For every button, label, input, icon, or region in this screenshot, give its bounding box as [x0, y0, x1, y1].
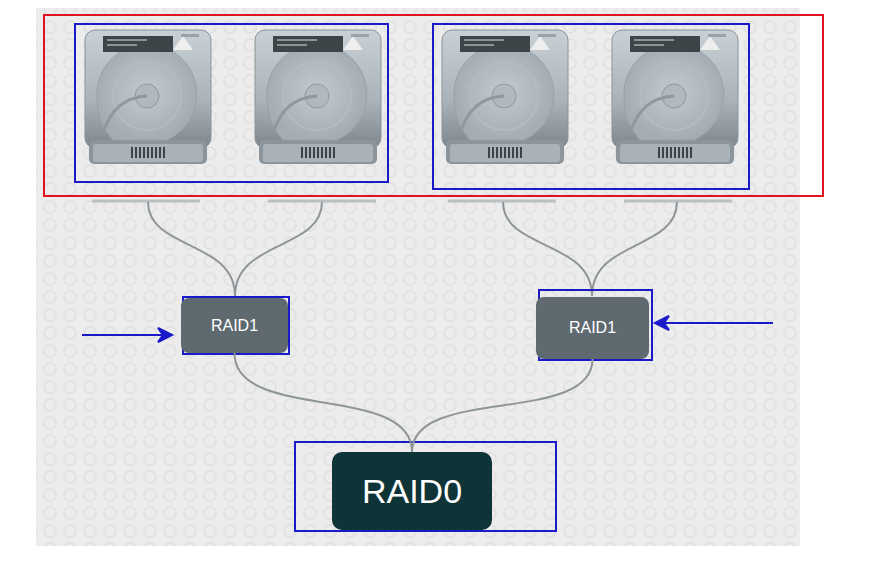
raid1-box: RAID1 [536, 297, 649, 359]
raid0-box: RAID0 [332, 452, 492, 530]
node-label: RAID0 [362, 472, 462, 511]
node-label: RAID1 [569, 319, 616, 337]
connector [235, 353, 413, 452]
connector [412, 359, 593, 452]
node-label: RAID1 [211, 317, 258, 335]
raid1-box: RAID1 [181, 298, 288, 353]
